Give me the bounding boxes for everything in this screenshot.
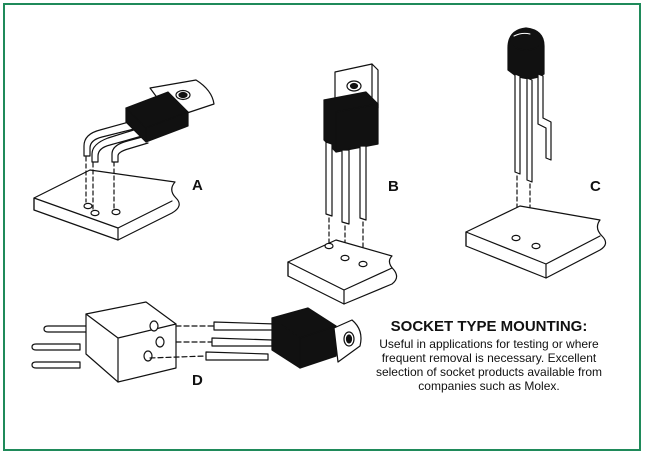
lead-b-3: [359, 145, 367, 221]
pcb-b-hole-1: [324, 242, 334, 250]
pcb-b: [287, 239, 398, 305]
pcb-b-hole-3: [358, 260, 368, 268]
lead-d-3: [205, 351, 269, 361]
pcb-c-hole-2: [531, 242, 541, 250]
socket-pin-3: [31, 361, 81, 369]
pcb-a-hole-3: [111, 208, 121, 216]
pcb-a-hole-1: [83, 202, 93, 210]
label-a: A: [192, 177, 203, 194]
socket-hole-1: [149, 320, 159, 332]
lead-c-2: [526, 77, 533, 183]
assembly-b: [287, 63, 398, 305]
lead-b-1: [325, 141, 333, 217]
lead-c-1: [514, 73, 521, 175]
lead-c-3: [537, 73, 552, 161]
socket-hole-2: [155, 336, 165, 348]
pcb-c-hole-1: [511, 234, 521, 242]
label-c: C: [590, 178, 601, 195]
caption: SOCKET TYPE MOUNTING: Useful in applicat…: [360, 318, 618, 393]
label-d: D: [192, 372, 203, 389]
socket-pin-1: [43, 325, 93, 333]
caption-title: SOCKET TYPE MOUNTING:: [390, 318, 588, 335]
lead-a-1: [83, 119, 139, 157]
socket-pin-2: [31, 343, 81, 351]
pcb-c: [465, 205, 607, 279]
pcb-a-hole-2: [90, 209, 100, 217]
lead-a-2: [91, 127, 143, 163]
socket-hole-3: [143, 350, 153, 362]
label-b: B: [388, 178, 399, 195]
caption-body: Useful in applications for testing or wh…: [375, 337, 603, 393]
assembly-a: [33, 79, 215, 241]
lead-d-1: [213, 321, 277, 331]
assembly-d: [31, 301, 362, 383]
lead-b-2: [341, 149, 350, 225]
lead-d-2: [211, 337, 273, 347]
lead-a-3: [111, 135, 149, 163]
pcb-a: [33, 169, 180, 241]
assembly-c: [465, 27, 607, 279]
pcb-b-hole-2: [340, 254, 350, 262]
